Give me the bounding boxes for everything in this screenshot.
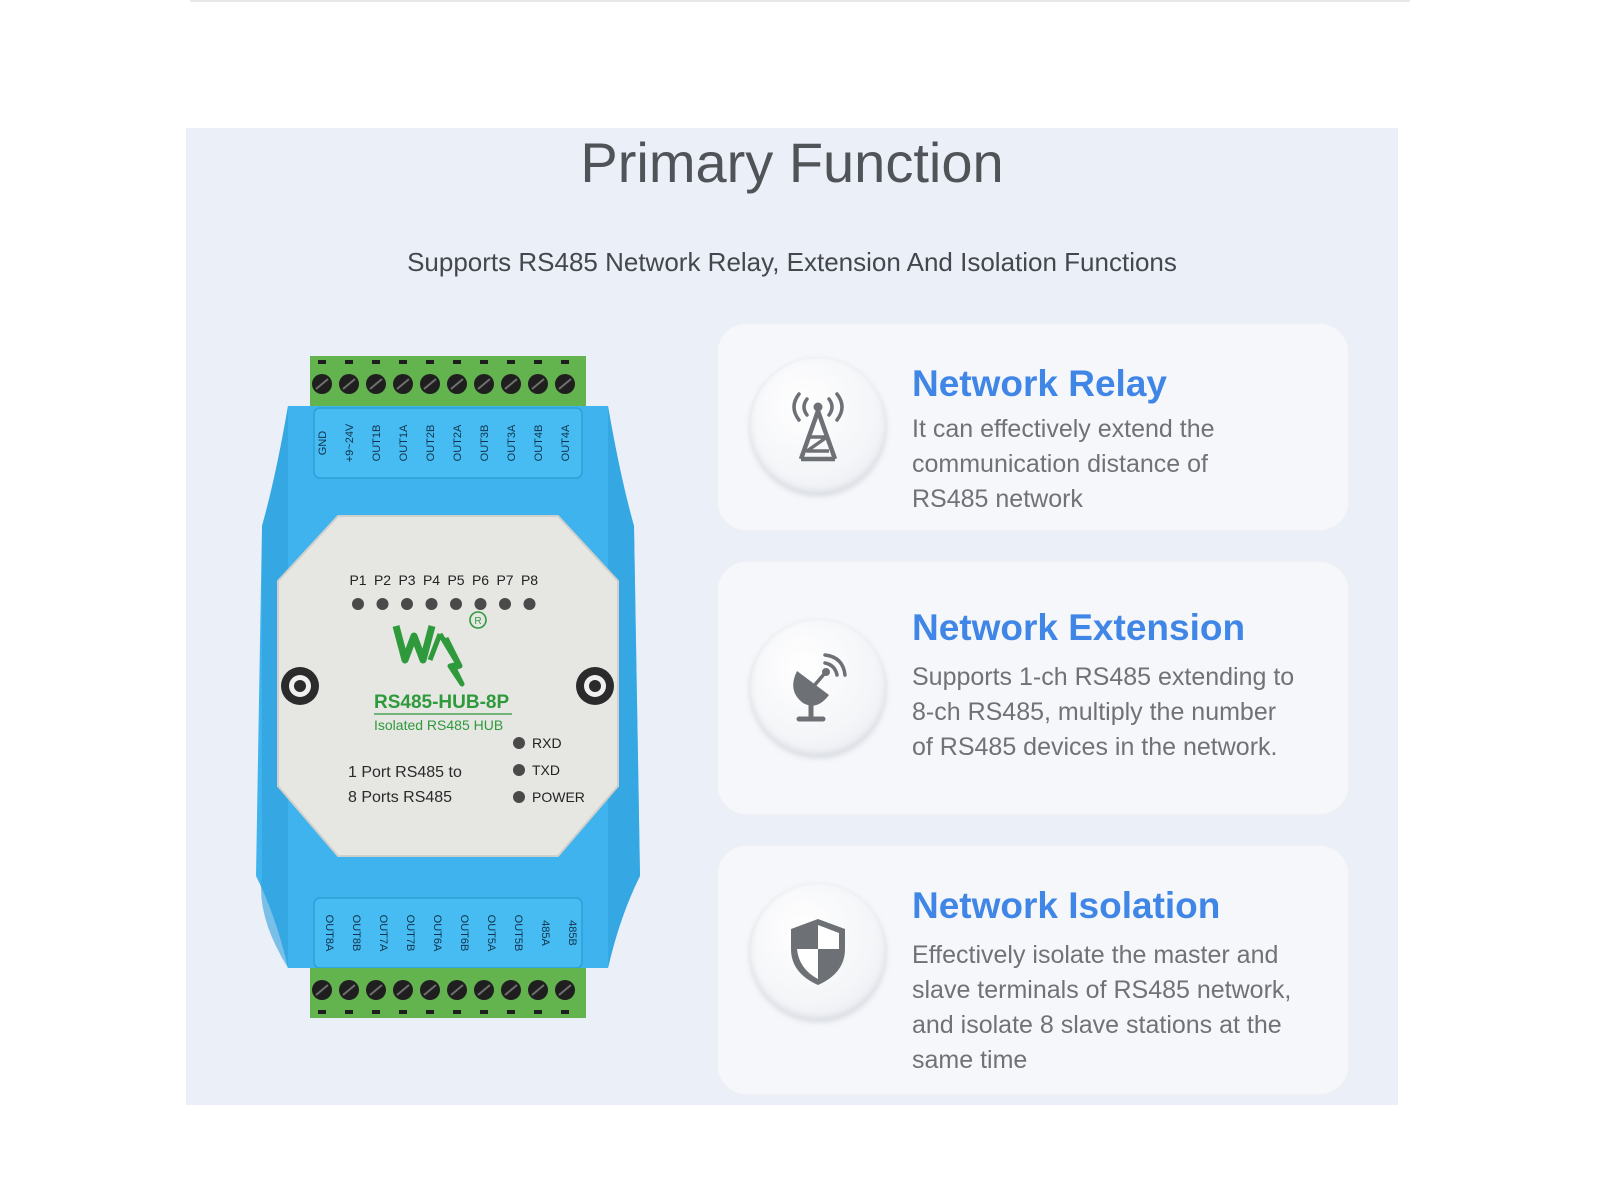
feature-icon-badge <box>750 620 886 756</box>
feature-icon-badge <box>750 358 886 494</box>
port-led-label: P6 <box>472 572 489 588</box>
port-led <box>474 598 487 610</box>
feature-description-line: slave terminals of RS485 network, <box>912 976 1292 1004</box>
feature-description-line: It can effectively extend the <box>912 415 1215 443</box>
feature-card-network-relay: Network Relay It can effectively extend … <box>718 324 1348 530</box>
primary-function-panel: Primary Function Supports RS485 Network … <box>186 128 1398 1105</box>
top-terminal-label: OUT2B <box>425 425 437 462</box>
feature-description-line: of RS485 devices in the network. <box>912 733 1278 761</box>
shield-icon <box>791 919 845 985</box>
port-led <box>425 598 438 610</box>
top-terminal-label: OUT1B <box>371 425 383 462</box>
bottom-terminal-label: OUT7B <box>404 915 416 952</box>
top-divider <box>190 0 1410 2</box>
page-title: Primary Function <box>580 131 1004 194</box>
bottom-terminal-labels: OUT8A OUT8B OUT7A OUT7B OUT6A OUT6B OUT5A OUT5B… <box>323 915 578 952</box>
status-led-label: TXD <box>532 762 560 778</box>
port-led-label: P3 <box>398 572 415 588</box>
feature-description-line: same time <box>912 1046 1028 1074</box>
status-led <box>513 764 525 776</box>
feature-description-line: Effectively isolate the master and <box>912 941 1279 969</box>
bottom-terminal-label: OUT6B <box>458 915 470 952</box>
device-tagline-text: Isolated RS485 HUB <box>374 717 503 733</box>
bottom-terminal-label: OUT8A <box>323 915 335 952</box>
top-terminal-label: OUT3B <box>479 425 491 462</box>
port-led-label: P4 <box>423 572 440 588</box>
rs485-hub-device-image: GND +9~24V OUT1B OUT1A OUT2B OUT2A OUT3B OUT3A O… <box>256 356 640 1018</box>
feature-description: It can effectively extend the communicat… <box>912 412 1322 517</box>
feature-card-network-extension: Network Extension Supports 1-ch RS485 ex… <box>718 562 1348 814</box>
top-terminal-screws <box>312 360 575 394</box>
bottom-terminal-label: 485B <box>566 920 578 946</box>
top-terminal-label: +9~24V <box>344 423 356 462</box>
top-terminal-label: OUT4A <box>560 424 572 461</box>
device-description-line1: 1 Port RS485 to <box>348 764 462 781</box>
port-led-label: P1 <box>349 572 366 588</box>
svg-text:R: R <box>474 616 481 627</box>
feature-description: Effectively isolate the master and slave… <box>912 938 1322 1078</box>
feature-description: Supports 1-ch RS485 extending to 8-ch RS… <box>912 660 1322 765</box>
feature-card-network-isolation: Network Isolation Effectively isolate th… <box>718 846 1348 1094</box>
port-led <box>376 598 389 610</box>
bottom-terminal-label: OUT5B <box>512 915 524 952</box>
port-led <box>401 598 413 610</box>
feature-description-line: Supports 1-ch RS485 extending to <box>912 663 1295 691</box>
feature-icon-badge <box>750 884 886 1020</box>
bottom-terminal-label: OUT6A <box>431 915 443 952</box>
port-led-label: P7 <box>496 572 513 588</box>
satellite-dish-icon <box>793 653 847 722</box>
feature-description-line: 8-ch RS485, multiply the number <box>912 698 1277 726</box>
port-led <box>450 598 462 610</box>
top-terminal-labels: GND +9~24V OUT1B OUT1A OUT2B OUT2A OUT3B OUT3A O… <box>317 423 572 462</box>
port-led-label: P2 <box>374 572 391 588</box>
port-led-label: P8 <box>521 572 538 588</box>
status-led <box>513 737 525 749</box>
feature-title: Network Extension <box>912 607 1246 648</box>
bottom-terminal-screws <box>312 980 575 1014</box>
port-led <box>352 598 364 610</box>
status-led <box>513 791 525 803</box>
device-model-text: RS485-HUB-8P <box>374 692 509 713</box>
status-led-column: RXD TXD POWER <box>513 735 585 805</box>
feature-title: Network Relay <box>912 363 1167 404</box>
top-terminal-label: GND <box>317 431 329 456</box>
feature-title: Network Isolation <box>912 885 1221 926</box>
top-terminal-label: OUT1A <box>398 424 410 461</box>
feature-description-line: and isolate 8 slave stations at the <box>912 1011 1282 1039</box>
status-led-label: POWER <box>532 789 585 805</box>
antenna-tower-icon <box>792 392 844 462</box>
port-led <box>499 598 511 610</box>
top-terminal-label: OUT4B <box>533 425 545 462</box>
status-led-label: RXD <box>532 735 562 751</box>
bottom-terminal-label: OUT7A <box>377 915 389 952</box>
waveshare-logo: R <box>392 611 487 687</box>
port-led-row: P1 P2 P3 P4 P5 P6 P7 P8 <box>349 572 538 610</box>
feature-description-line: communication distance of <box>912 450 1208 478</box>
bottom-terminal-label: OUT5A <box>485 915 497 952</box>
port-led <box>523 598 536 610</box>
top-terminal-label: OUT2A <box>452 424 464 461</box>
bottom-terminal-label: 485A <box>539 920 551 946</box>
top-terminal-label: OUT3A <box>506 424 518 461</box>
device-description-line2: 8 Ports RS485 <box>348 789 452 806</box>
feature-description-line: RS485 network <box>912 485 1083 513</box>
bottom-terminal-label: OUT8B <box>350 915 362 952</box>
page-subtitle: Supports RS485 Network Relay, Extension … <box>407 247 1177 277</box>
port-led-label: P5 <box>447 572 464 588</box>
